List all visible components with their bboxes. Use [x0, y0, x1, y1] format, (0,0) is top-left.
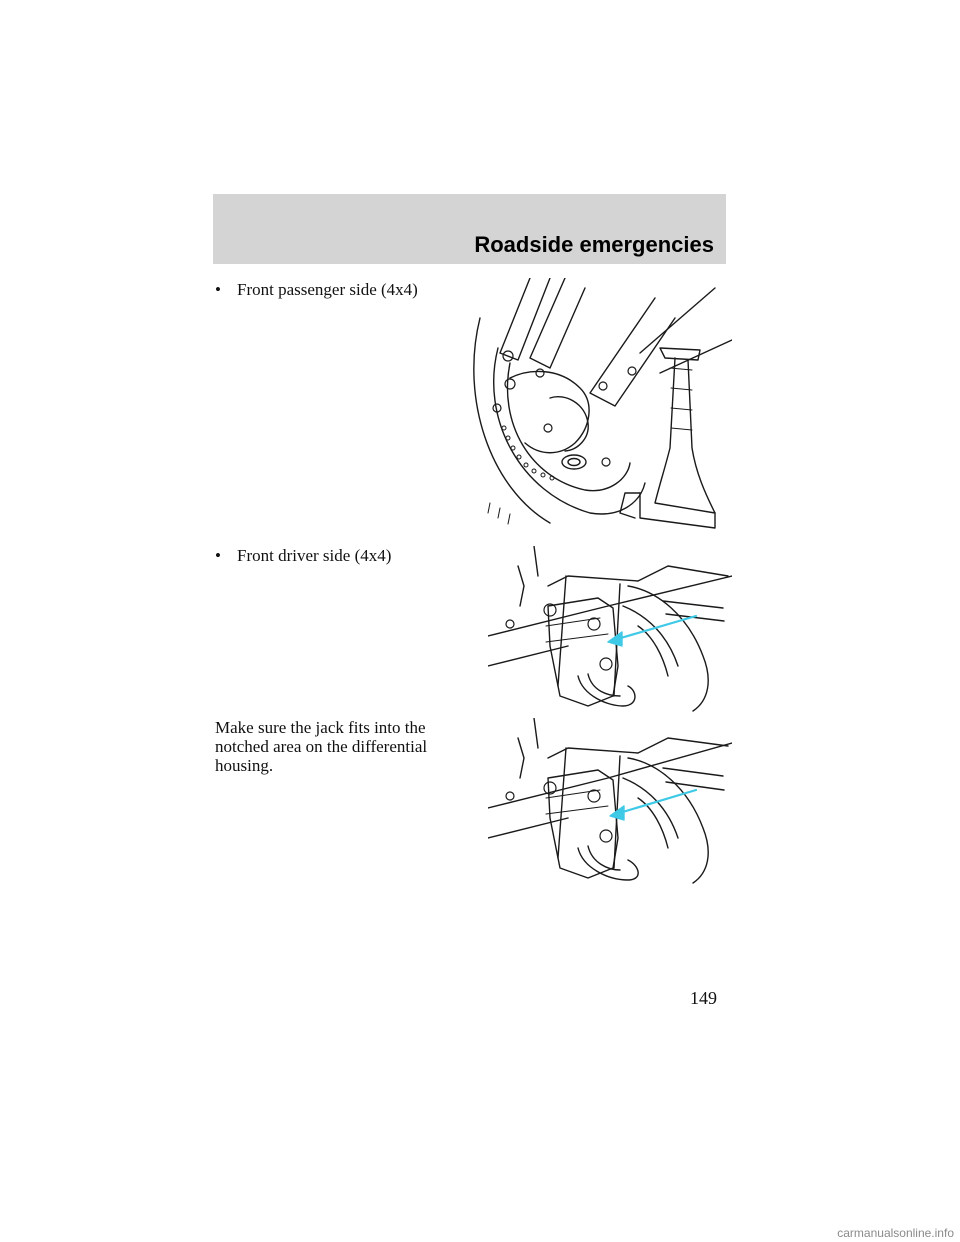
- note-line: notched area on the differential: [215, 737, 428, 756]
- note-line: Make sure the jack fits into the: [215, 718, 426, 737]
- arrow-head: [607, 631, 623, 647]
- section-title: Roadside emergencies: [474, 232, 714, 257]
- differential-notch-illustration: [488, 718, 732, 884]
- list-item: • Front driver side (4x4): [215, 546, 391, 565]
- driver-side-differential-illustration: [488, 546, 732, 712]
- list-item-text: Front driver side (4x4): [237, 546, 392, 565]
- page-number: 149: [690, 988, 717, 1008]
- jack-point-arrow: [612, 614, 698, 642]
- note-line: housing.: [215, 756, 274, 775]
- list-item: • Front passenger side (4x4): [215, 280, 418, 299]
- note-paragraph: Make sure the jack fits into the notched…: [215, 718, 427, 775]
- list-item-text: Front passenger side (4x4): [237, 280, 418, 299]
- bullet-mark: •: [215, 280, 221, 299]
- passenger-side-suspension-illustration: [473, 278, 732, 529]
- jack-point-arrow: [614, 788, 698, 816]
- section-header-band: Roadside emergencies: [213, 194, 726, 264]
- arrow-head: [609, 805, 625, 821]
- bullet-mark: •: [215, 546, 221, 565]
- footer-watermark-link[interactable]: carmanualsonline.info: [612, 1224, 960, 1242]
